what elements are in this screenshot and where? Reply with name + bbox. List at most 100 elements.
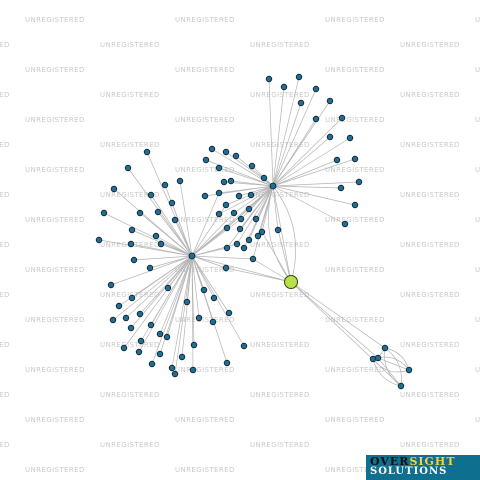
watermark-text: UNREGISTERED: [175, 116, 235, 124]
graph-node: [195, 314, 203, 322]
watermark-text: UNREGISTERED: [325, 116, 385, 124]
graph-node: [215, 189, 223, 197]
watermark-text: UNREGISTERED: [250, 441, 310, 449]
watermark-text: UNREGISTERED: [175, 216, 235, 224]
watermark-text: UNREGISTERED: [0, 141, 10, 149]
graph-node: [337, 184, 345, 192]
graph-node: [110, 185, 118, 193]
graph-node: [128, 226, 136, 234]
graph-edge: [272, 158, 356, 187]
graph-edge: [272, 102, 302, 187]
graph-edge: [218, 185, 274, 215]
graph-edge: [112, 255, 193, 321]
graph-node: [183, 298, 191, 306]
graph-edge: [125, 255, 193, 319]
logo-line-2: SOLUTIONS: [370, 466, 448, 477]
graph-edge: [205, 159, 274, 187]
graph-edge: [179, 180, 193, 257]
watermark-text: UNREGISTERED: [250, 241, 310, 249]
graph-curved-edge: [372, 358, 410, 373]
graph-node: [189, 366, 197, 374]
graph-edge: [272, 136, 331, 187]
graph-edge: [157, 211, 193, 257]
graph-edge: [191, 255, 195, 346]
graph-node: [157, 240, 165, 248]
graph-edge: [290, 281, 379, 359]
graph-node: [235, 192, 243, 200]
graph-node: [168, 364, 176, 372]
graph-node: [215, 164, 223, 172]
graph-node: [95, 236, 103, 244]
graph-node: [137, 337, 145, 345]
graph-node: [136, 209, 144, 217]
graph-edge: [272, 76, 300, 187]
watermark-text: UNREGISTERED: [175, 366, 235, 374]
watermark-text: UNREGISTERED: [250, 41, 310, 49]
graph-node: [208, 145, 216, 153]
graph-node: [109, 316, 117, 324]
graph-node: [201, 192, 209, 200]
graph-edge: [252, 258, 292, 283]
graph-edge: [166, 255, 193, 338]
watermark-text: UNREGISTERED: [400, 441, 460, 449]
graph-node: [124, 164, 132, 172]
watermark-text: UNREGISTERED: [175, 166, 235, 174]
graph-node: [163, 333, 171, 341]
graph-edge: [272, 185, 292, 283]
watermark-text: UNREGISTERED: [25, 266, 85, 274]
watermark-text: UNREGISTERED: [0, 441, 10, 449]
graph-edge: [138, 255, 193, 353]
watermark-text: UNREGISTERED: [475, 16, 480, 24]
watermark-text: UNREGISTERED: [100, 291, 160, 299]
graph-node: [147, 191, 155, 199]
node-layer: [95, 73, 413, 390]
graph-node: [381, 344, 389, 352]
graph-edge: [167, 255, 193, 289]
graph-node: [280, 83, 288, 91]
graph-node: [245, 205, 253, 213]
graph-node: [171, 370, 179, 378]
graph-node: [156, 330, 164, 338]
watermark-text: UNREGISTERED: [325, 66, 385, 74]
graph-edge: [377, 357, 402, 387]
graph-edge: [272, 185, 279, 231]
graph-node: [222, 264, 230, 272]
graph-edge: [272, 185, 356, 206]
watermark-text: UNREGISTERED: [0, 341, 10, 349]
watermark-text: UNREGISTERED: [100, 441, 160, 449]
graph-node: [120, 344, 128, 352]
graph-edge: [191, 255, 228, 364]
watermark-text: UNREGISTERED: [100, 391, 160, 399]
watermark-text: UNREGISTERED: [400, 141, 460, 149]
graph-node: [254, 232, 262, 240]
graph-node: [338, 114, 346, 122]
watermark-text: UNREGISTERED: [25, 66, 85, 74]
graph-node: [236, 225, 244, 233]
graph-edge: [191, 255, 292, 283]
watermark-text: UNREGISTERED: [175, 66, 235, 74]
graph-curved-edge: [384, 347, 402, 387]
graph-edge: [171, 255, 193, 369]
watermark-text: UNREGISTERED: [0, 291, 10, 299]
graph-node: [265, 75, 273, 83]
graph-node: [115, 302, 123, 310]
graph-node: [152, 232, 160, 240]
graph-curved-edge: [272, 185, 296, 283]
graph-edge: [159, 255, 193, 335]
graph-node: [136, 310, 144, 318]
watermark-text: UNREGISTERED: [325, 166, 385, 174]
watermark-text: UNREGISTERED: [400, 391, 460, 399]
graph-node: [200, 286, 208, 294]
watermark-text: UNREGISTERED: [400, 241, 460, 249]
graph-node: [355, 178, 363, 186]
graph-node: [176, 177, 184, 185]
graph-node: [312, 85, 320, 93]
oversight-solutions-logo: OVERSIGHT SOLUTIONS: [366, 455, 480, 480]
graph-node: [312, 115, 320, 123]
watermark-text: UNREGISTERED: [325, 366, 385, 374]
graph-node: [202, 156, 210, 164]
graph-node: [326, 133, 334, 141]
watermark-text: UNREGISTERED: [100, 141, 160, 149]
graph-edge: [191, 255, 254, 260]
